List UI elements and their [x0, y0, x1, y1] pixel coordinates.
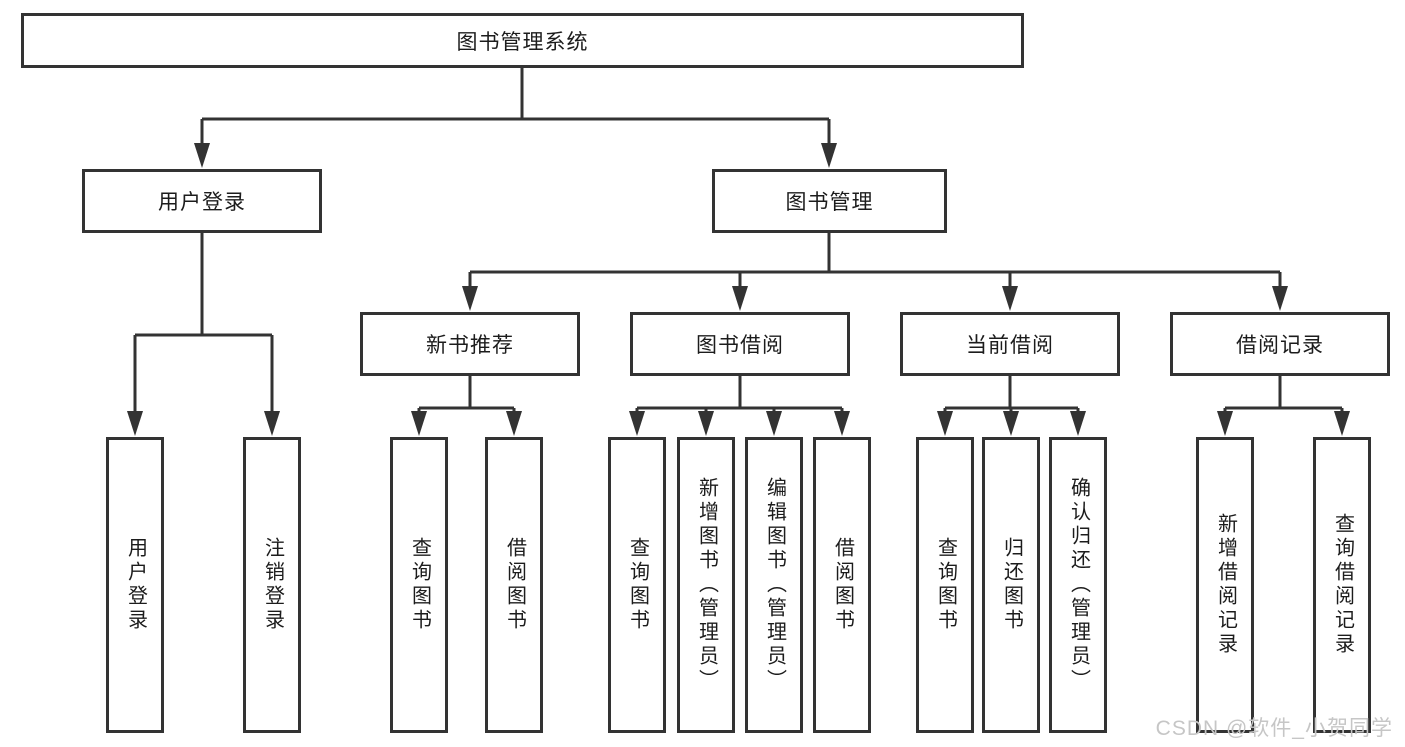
leaf-confirm-return-admin: 确认归还（管理员）	[1049, 437, 1107, 733]
node-borrow-records: 借阅记录	[1170, 312, 1390, 376]
node-user-login: 用户登录	[82, 169, 322, 233]
leaf-query-books-recommend: 查询图书	[390, 437, 448, 733]
leaf-edit-book-admin: 编辑图书（管理员）	[745, 437, 803, 733]
leaf-query-borrow-record: 查询借阅记录	[1313, 437, 1371, 733]
csdn-watermark: CSDN @软件_小贺同学	[1155, 717, 1393, 740]
leaf-user-login: 用户登录	[106, 437, 164, 733]
leaf-query-books-borrow: 查询图书	[608, 437, 666, 733]
leaf-return-book: 归还图书	[982, 437, 1040, 733]
leaf-add-borrow-record: 新增借阅记录	[1196, 437, 1254, 733]
node-book-borrow: 图书借阅	[630, 312, 850, 376]
leaf-add-book-admin: 新增图书（管理员）	[677, 437, 735, 733]
leaf-borrow-books-recommend: 借阅图书	[485, 437, 543, 733]
node-library-system: 图书管理系统	[21, 13, 1024, 68]
node-new-book-recommend: 新书推荐	[360, 312, 580, 376]
leaf-query-books-current: 查询图书	[916, 437, 974, 733]
leaf-logout: 注销登录	[243, 437, 301, 733]
leaf-borrow-books: 借阅图书	[813, 437, 871, 733]
node-book-management: 图书管理	[712, 169, 947, 233]
node-current-borrow: 当前借阅	[900, 312, 1120, 376]
